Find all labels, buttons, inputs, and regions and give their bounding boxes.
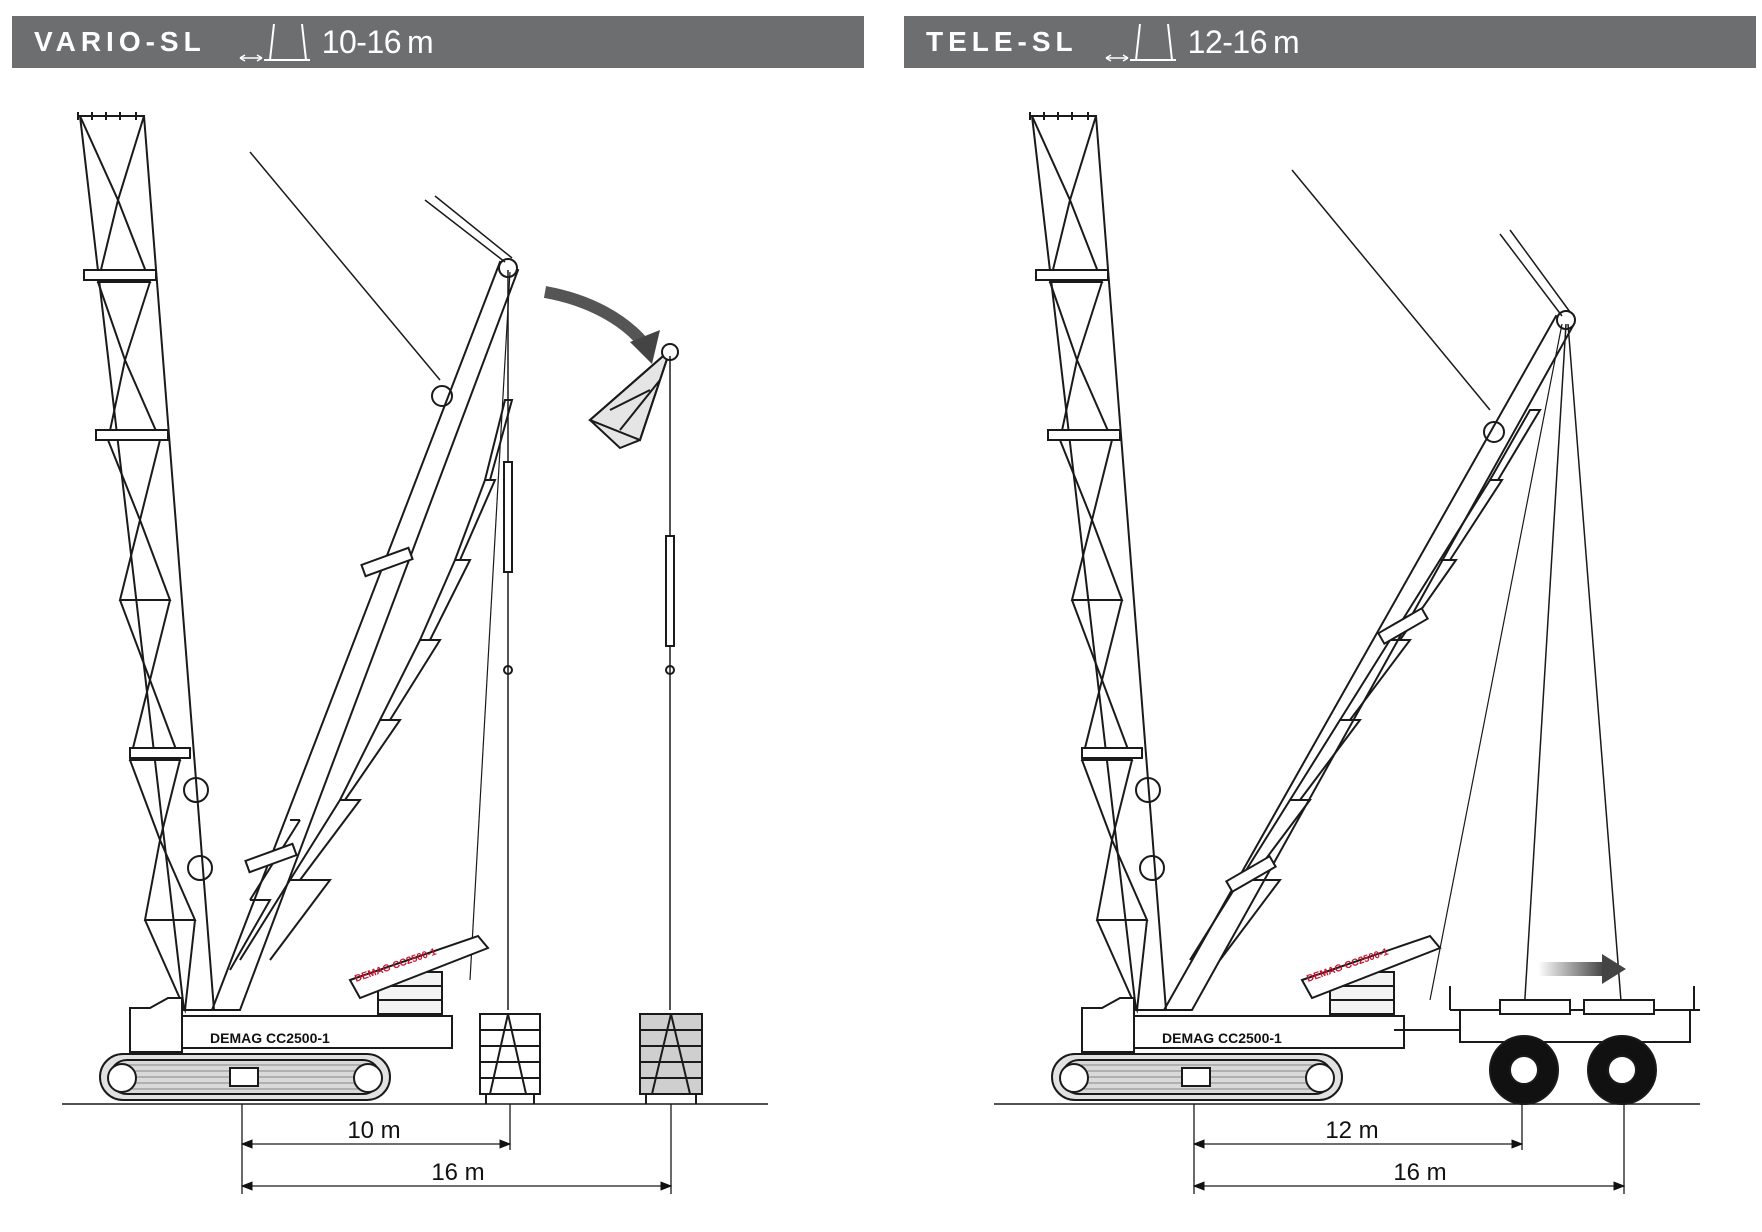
tele-crane-label: DEMAG CC2500-1	[1162, 1030, 1282, 1046]
crawler-carbody	[1051, 997, 1405, 1101]
vario-dim-short: 10 m	[347, 1117, 400, 1144]
move-direction-arrow-icon	[1538, 962, 1604, 976]
vario-crane-label: DEMAG CC2500-1	[210, 1030, 330, 1046]
crawler-carbody	[99, 997, 453, 1101]
counterweight-wagon	[1394, 986, 1700, 1105]
mast-lattice	[77, 112, 216, 1014]
counterweight-radius-icon	[1105, 23, 1176, 62]
suspended-counterweight-10m	[479, 1013, 541, 1104]
swinging-boom-tip	[588, 343, 679, 1010]
mast-lattice	[1029, 112, 1168, 1014]
dimension-lines	[240, 1104, 673, 1194]
vario-sl-diagram	[62, 112, 768, 1194]
main-boom-lattice	[1162, 310, 1576, 1011]
vario-sl-title: VARIO-SL	[34, 26, 206, 57]
swing-arrow-icon	[543, 286, 650, 349]
tele-sl-title: TELE-SL	[926, 26, 1078, 57]
suspended-counterweight-16m	[639, 1013, 703, 1104]
vario-dim-long: 16 m	[431, 1159, 484, 1186]
counterweight-radius-icon	[239, 23, 310, 62]
tele-dim-short: 12 m	[1325, 1117, 1378, 1144]
tele-sl-diagram	[994, 112, 1700, 1194]
dimension-lines	[1192, 1104, 1626, 1194]
main-boom-lattice	[210, 258, 520, 1011]
tele-dim-long: 16 m	[1393, 1159, 1446, 1186]
